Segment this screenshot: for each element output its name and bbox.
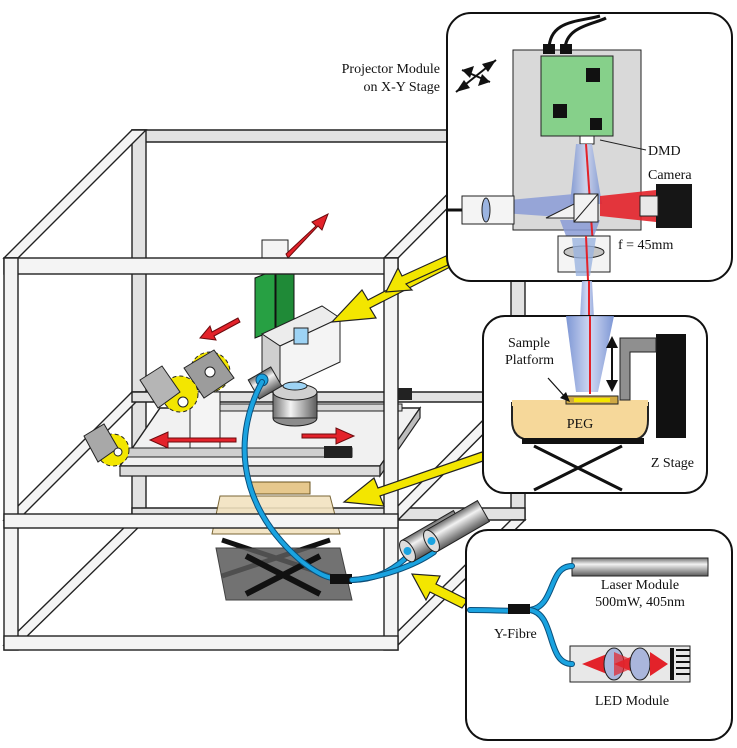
sample-platform-label-1: Sample bbox=[508, 336, 550, 351]
camera-label: Camera bbox=[648, 168, 692, 183]
callout-arrow-light bbox=[410, 573, 469, 609]
projector-module-label-1: Projector Module bbox=[342, 62, 440, 77]
projector-module-panel bbox=[446, 12, 733, 282]
fibre-couplers bbox=[399, 499, 491, 563]
focal-length-label: f = 45mm bbox=[618, 238, 673, 253]
xyz-stage-assembly bbox=[83, 212, 422, 601]
laser-module-label-2: 500mW, 405nm bbox=[595, 595, 685, 610]
gear-motor-lower bbox=[83, 423, 130, 467]
peg-label: PEG bbox=[567, 417, 593, 432]
sample-platform-label-2: Platform bbox=[505, 353, 554, 368]
callout-arrow-frame bbox=[384, 255, 451, 293]
callout-arrow-zstage bbox=[342, 451, 487, 507]
z-stage-panel bbox=[482, 315, 708, 494]
led-module-label: LED Module bbox=[595, 694, 669, 709]
light-source-panel bbox=[465, 529, 733, 741]
gear-motor-upper bbox=[183, 349, 235, 399]
fibre-route bbox=[241, 379, 437, 584]
y-fibre-label: Y-Fibre bbox=[494, 627, 537, 642]
projector-module-label-2: on X-Y Stage bbox=[364, 80, 440, 95]
z-stage-label: Z Stage bbox=[651, 456, 694, 471]
frame-front bbox=[3, 257, 399, 651]
gear-motor-mid bbox=[139, 365, 199, 413]
laser-module-label-1: Laser Module bbox=[601, 578, 679, 593]
dmd-label: DMD bbox=[648, 144, 681, 159]
